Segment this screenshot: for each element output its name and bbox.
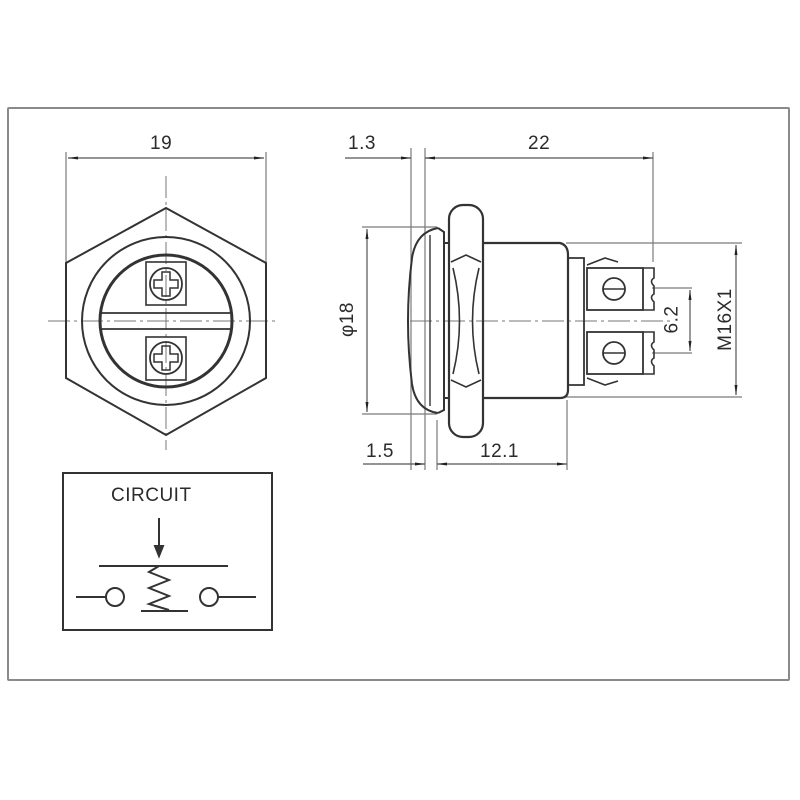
circuit-symbol (62, 472, 273, 631)
circuit-title: CIRCUIT (111, 485, 192, 506)
terminal-pitch-label: 6.2 (661, 305, 683, 334)
cap-height-label: 1.5 (366, 441, 394, 462)
side-view (345, 148, 742, 470)
body-length-label: 12.1 (480, 441, 519, 462)
bezel-thickness-label: 1.3 (348, 133, 376, 154)
front-width-label: 19 (150, 133, 173, 154)
front-view (48, 152, 278, 450)
drawing-frame (7, 107, 790, 681)
overall-length-label: 22 (528, 133, 551, 154)
thread-spec-label: M16X1 (714, 288, 736, 351)
cap-diameter-label: φ18 (336, 302, 358, 337)
